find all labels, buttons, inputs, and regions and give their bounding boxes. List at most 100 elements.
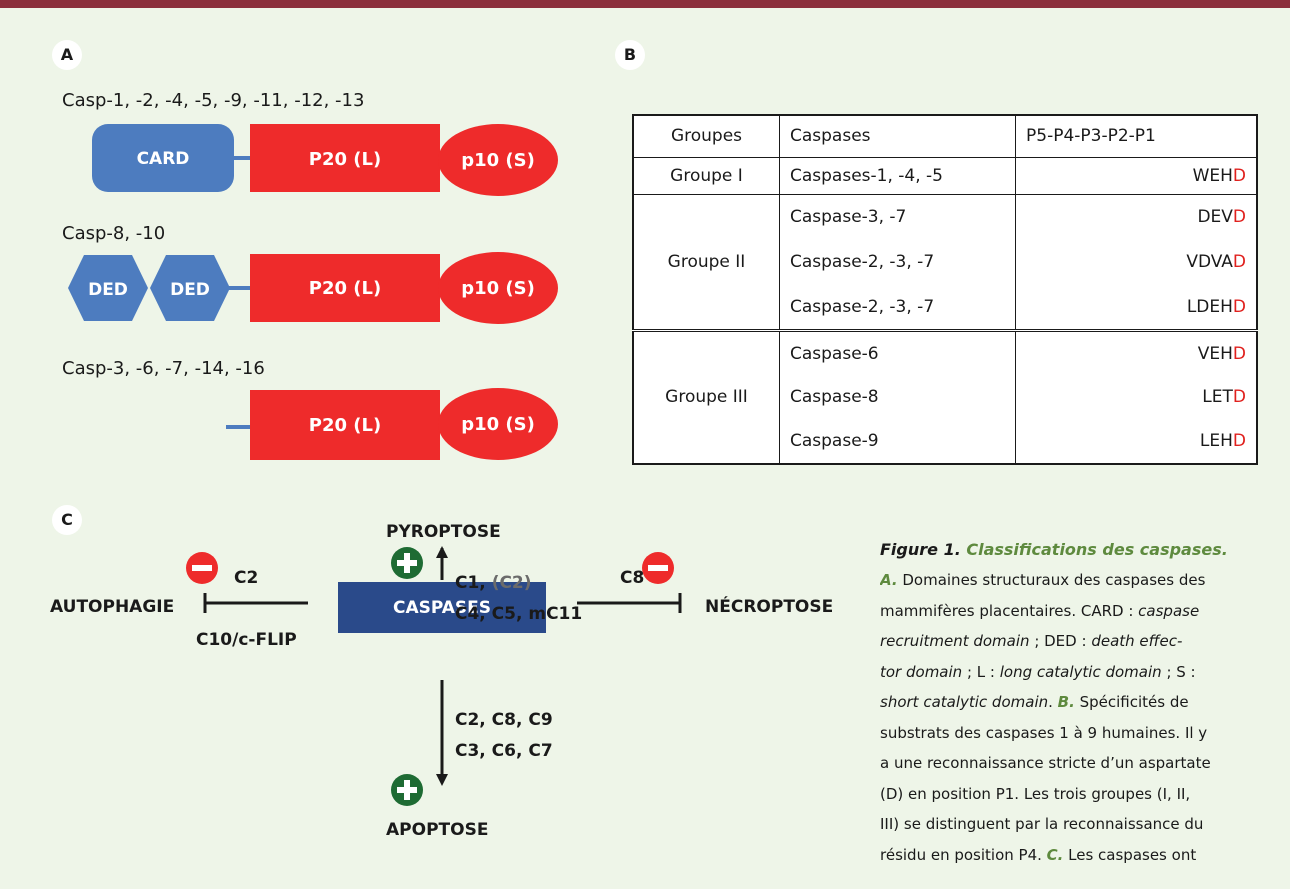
p20-label: P20 (L)	[309, 149, 381, 170]
motif-p1: D	[1232, 387, 1246, 408]
motif-prefix: VEH	[1197, 343, 1233, 364]
top-color-band	[0, 0, 1290, 8]
caption-segment: III) se distinguent par la reconnaissanc…	[880, 815, 1204, 833]
caption-line: tor domain ; L : long catalytic domain ;…	[880, 657, 1290, 688]
caspase-cell: Caspases-1, -4, -5	[779, 156, 1016, 195]
caption-segment: C.	[1046, 845, 1064, 864]
pyroptose-caspases-2: C4, C5, mC11	[455, 604, 583, 624]
pathway-diagram: CASPASES	[338, 548, 546, 633]
p10-label: p10 (S)	[461, 150, 535, 171]
caspase-cell: Caspase-2, -3, -7	[779, 239, 1016, 285]
caption-line: A. Domaines structuraux des caspases des	[880, 565, 1290, 596]
caption-segment: long catalytic domain	[999, 662, 1162, 681]
ded-label: DED	[170, 280, 210, 300]
motif-p1: D	[1232, 296, 1246, 317]
autophagie-inhibitor: C10/c-FLIP	[196, 630, 297, 650]
pathway-graphics	[436, 546, 448, 578]
autophagie-caspase: C2	[234, 568, 259, 588]
table-row: Groupe I Caspases-1, -4, -5 WEHD	[632, 156, 1258, 195]
caption-segment: (D) en position P1. Les trois groupes (I…	[880, 784, 1191, 803]
motif-prefix: WEH	[1192, 165, 1233, 186]
motif-cell: VEHD	[1015, 328, 1258, 376]
panel-a-label: A	[52, 40, 82, 70]
p10-label: p10 (S)	[461, 414, 535, 435]
motif-prefix: VDVA	[1186, 252, 1233, 273]
group-cell: Groupe I	[632, 156, 780, 195]
caspases-label: CASPASES	[393, 598, 491, 618]
card-domain	[92, 124, 234, 192]
apoptose-arrowhead	[436, 774, 448, 786]
card-label: CARD	[137, 149, 190, 169]
caption-segment: ; L :	[962, 662, 1000, 681]
necroptose-label: NÉCROPTOSE	[705, 597, 834, 617]
caspases-box	[338, 582, 546, 633]
caption-line: short catalytic domain. B. Spécificités …	[880, 687, 1290, 718]
motif-cell: DEVD	[1015, 194, 1258, 240]
p20-label: P20 (L)	[309, 415, 381, 436]
ded-domain	[68, 255, 148, 321]
row2-title: Casp-8, -10	[62, 223, 166, 244]
motif-cell: WEHD	[1015, 156, 1258, 195]
caption-segment: .	[1048, 693, 1058, 711]
caption-segment: a une reconnaissance stricte d’un aspart…	[880, 754, 1211, 772]
table-row: Caspase-2, -3, -7 LDEHD	[633, 284, 1258, 331]
caption-segment: tor domain	[880, 662, 963, 681]
autophagie-label: AUTOPHAGIE	[50, 597, 175, 617]
motif-p1: D	[1232, 430, 1246, 451]
caption-line: mammifères placentaires. CARD : caspase	[880, 596, 1290, 627]
caspase-cell: Caspase-9	[779, 418, 1016, 464]
caption-line: (D) en position P1. Les trois groupes (I…	[880, 779, 1290, 810]
motif-cell: VDVAD	[1015, 239, 1258, 285]
caption-segment: death effec-	[1091, 632, 1183, 650]
ded-label: DED	[88, 280, 128, 300]
caption-segment: B.	[1057, 693, 1075, 711]
caption-segment: short catalytic domain	[880, 693, 1049, 711]
p20-domain	[250, 124, 440, 192]
caption-segment: Les caspases ont	[1063, 845, 1197, 864]
caption-segment: caspase	[1138, 601, 1200, 620]
apoptose-label: APOPTOSE	[386, 820, 489, 840]
caption-body: A. Domaines structuraux des caspases des…	[880, 565, 1290, 870]
p10-domain	[438, 388, 558, 460]
caption-segment: mammifères placentaires. CARD :	[880, 601, 1139, 620]
domain-structures: CARD P20 (L) p10 (S) DED DED P20 (L) p10…	[68, 124, 558, 460]
caption-line: résidu en position P4. C. Les caspases o…	[880, 840, 1290, 871]
motif-cell: LEHD	[1015, 418, 1258, 464]
caspase-cell: Caspase-2, -3, -7	[779, 284, 1016, 331]
figure-caption: Figure 1. Classifications des caspases. …	[880, 535, 1290, 870]
apoptose-caspases-1: C2, C8, C9	[455, 710, 553, 730]
table-row: Caspase-9 LEHD	[633, 418, 1258, 464]
table-row: Caspase-8 LETD	[633, 375, 1258, 419]
caption-title: Figure 1. Classifications des caspases.	[880, 540, 1228, 559]
pyroptose-label: PYROPTOSE	[386, 522, 501, 542]
caspase-cell: Caspase-3, -7	[779, 194, 1016, 240]
pyroptose-arrowhead	[436, 546, 448, 558]
motif-p1: D	[1232, 165, 1246, 186]
row3-title: Casp-3, -6, -7, -14, -16	[62, 358, 265, 379]
motif-p1: D	[1232, 252, 1246, 273]
motif-p1: D	[1232, 343, 1246, 364]
table-row: Caspase-2, -3, -7 VDVAD	[633, 239, 1258, 285]
caspase-cell: Caspase-6	[779, 328, 1016, 376]
row1-title: Casp-1, -2, -4, -5, -9, -11, -12, -13	[62, 90, 365, 111]
pyroptose-caspases-1: C1, (C2)	[455, 573, 532, 593]
caption-segment: Spécificités de	[1074, 693, 1189, 711]
motif-p1: D	[1232, 207, 1246, 228]
table-row: Groupe II Caspase-3, -7 DEVD	[632, 193, 1258, 331]
group-cell: Groupe II	[632, 193, 780, 331]
caption-line: substrats des caspases 1 à 9 humaines. I…	[880, 718, 1290, 749]
caption-segment: substrats des caspases 1 à 9 humaines. I…	[880, 723, 1208, 742]
caption-segment: résidu en position P4.	[880, 845, 1047, 864]
p10-label: p10 (S)	[461, 278, 535, 299]
caption-segment: recruitment domain	[880, 632, 1030, 650]
p10-domain	[438, 252, 558, 324]
p20-domain	[250, 390, 440, 460]
p20-domain	[250, 254, 440, 322]
panel-c-label: C	[52, 505, 82, 535]
caption-segment: ; DED :	[1029, 632, 1092, 650]
caption-segment: A.	[880, 571, 898, 589]
ded-domain	[150, 255, 230, 321]
caption-line: recruitment domain ; DED : death effec-	[880, 626, 1290, 657]
caption-line: a une reconnaissance stricte d’un aspart…	[880, 748, 1290, 779]
p10-domain	[438, 124, 558, 196]
